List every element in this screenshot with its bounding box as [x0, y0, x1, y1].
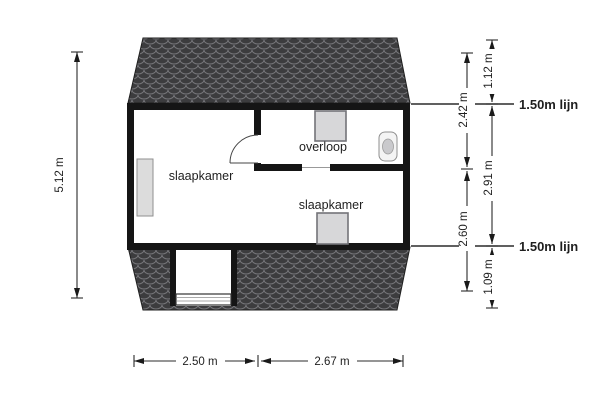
dim-label-bg — [484, 49, 500, 94]
dim-label-width-right: 2.67 m — [314, 356, 349, 368]
dim-label-bg — [459, 206, 475, 251]
room-label-bedroom-bottom: slaapkamer — [299, 198, 364, 212]
dormer-wall-right — [231, 246, 237, 306]
wall-internal-horizontal-right — [330, 164, 403, 171]
wall-internal-vertical-upper — [254, 110, 261, 135]
wall-bottom — [127, 243, 410, 250]
dim-label-bg — [484, 255, 500, 300]
dim-label-bg — [176, 353, 225, 368]
dim-label-outer-bottom: 1.09 m — [483, 259, 495, 294]
dim-label-overall-height: 5.12 m — [54, 157, 66, 192]
dormer-window — [175, 293, 232, 306]
wardrobe-symbol — [136, 158, 154, 217]
dim-label-outer-middle: 2.91 m — [483, 160, 495, 195]
door-swing-arc — [229, 134, 259, 164]
skylight-symbol-top — [314, 110, 347, 142]
dim-label-backgrounds — [176, 49, 500, 368]
wall-top — [127, 103, 410, 110]
dim-label-bg — [484, 156, 500, 201]
dim-label-bg — [459, 88, 475, 133]
wall-left — [127, 103, 134, 250]
room-label-bedroom-left: slaapkamer — [169, 169, 234, 183]
walls — [127, 103, 410, 250]
sink-basin — [382, 138, 394, 155]
skylight-symbol-bottom — [316, 212, 349, 245]
room-labels: slaapkamer overloop slaapkamer — [169, 140, 364, 212]
dormer — [170, 246, 237, 306]
wall-internal-horizontal-left — [254, 164, 302, 171]
dimension-labels: 5.12 m 2.50 m 2.67 m 2.42 m 2.60 m 1.12 … — [54, 53, 578, 368]
dim-label-inner-bottom: 2.60 m — [458, 211, 470, 246]
fixtures — [136, 110, 398, 245]
dim-label-inner-top: 2.42 m — [458, 92, 470, 127]
dormer-wall-left — [170, 246, 176, 306]
roof-top — [127, 37, 411, 104]
height-line-label-top: 1.50m lijn — [519, 97, 578, 112]
door-symbol — [229, 134, 259, 164]
wall-right — [403, 103, 410, 250]
dim-label-bg — [308, 353, 357, 368]
dim-label-width-left: 2.50 m — [182, 356, 217, 368]
height-line-label-bottom: 1.50m lijn — [519, 239, 578, 254]
room-label-landing: overloop — [299, 140, 347, 154]
dim-label-outer-top: 1.12 m — [483, 53, 495, 88]
